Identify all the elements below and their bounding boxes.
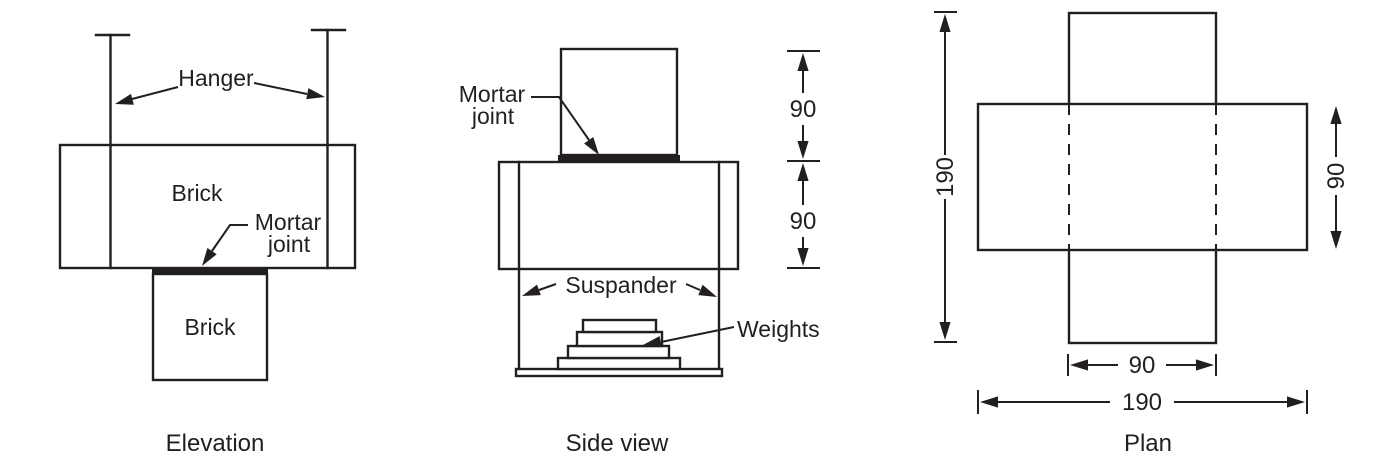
weights-leader	[660, 326, 735, 343]
side-bottom-brick	[497, 160, 740, 271]
plan-view: 190 90 90 190	[932, 11, 1350, 457]
elevation-bottom-brick-label: Brick	[184, 314, 236, 340]
arrowhead	[980, 396, 998, 408]
arrowhead	[939, 322, 951, 340]
elevation-mortar-joint-bar	[152, 267, 268, 274]
elevation-bottom-brick	[151, 272, 269, 382]
arrowhead	[1330, 106, 1342, 124]
dim-top-brick-height: 90	[790, 96, 817, 123]
arrowhead	[698, 284, 720, 303]
weight-slab-1	[581, 318, 658, 334]
dim-overall-depth-value: 190	[932, 157, 959, 197]
dim-overall-width-value: 190	[1122, 389, 1162, 416]
suspander-label: Suspander	[565, 272, 677, 298]
arrowhead	[306, 88, 327, 103]
suspander-left-leader	[538, 283, 557, 291]
arrowhead	[1287, 396, 1305, 408]
elevation-top-brick-label: Brick	[171, 180, 223, 206]
plan-dim-overall-width: 190	[977, 389, 1308, 416]
plan-dim-web-width: 90	[1067, 352, 1217, 379]
side-mortar-label-line1: Mortar	[459, 81, 526, 107]
arrowhead	[113, 93, 134, 110]
elevation-mortar-label-line1: Mortar	[255, 209, 322, 235]
elevation-mortar-leader	[211, 224, 248, 252]
side-top-brick	[559, 47, 679, 157]
plan-top-brick	[976, 102, 1309, 252]
arrowhead	[797, 141, 809, 159]
arrowhead	[797, 248, 809, 266]
arrowhead	[1070, 359, 1088, 371]
plan-dim-overall-depth: 190	[932, 11, 959, 343]
dim-web-width-value: 90	[1129, 352, 1156, 379]
side-dimensions: 90 90	[787, 50, 820, 269]
side-mortar-label-line2: joint	[471, 103, 515, 129]
hanger-label: Hanger	[178, 65, 254, 91]
hanger-left-leader	[131, 86, 179, 100]
arrowhead	[1196, 359, 1214, 371]
arrowhead	[1330, 231, 1342, 249]
arrowhead	[520, 284, 541, 302]
elevation-view: Hanger Brick Brick Mortar joint Elevatio…	[58, 28, 357, 457]
elevation-top-brick	[58, 143, 357, 270]
side-mortar-leader	[531, 96, 590, 141]
hanger-right-leader	[253, 82, 308, 95]
plan-caption: Plan	[1124, 430, 1172, 457]
weights-label: Weights	[737, 316, 820, 342]
side-view: Mortar joint Suspander Weights 90 90	[459, 47, 820, 457]
suspander-right-leader	[685, 283, 701, 291]
weight-slab-3	[566, 344, 671, 360]
elevation-mortar-label-line2: joint	[267, 231, 311, 257]
side-mortar-joint-bar	[558, 155, 680, 161]
plan-dim-flange-depth: 90	[1323, 106, 1350, 249]
dim-flange-depth-value: 90	[1323, 163, 1350, 190]
elevation-caption: Elevation	[166, 430, 265, 457]
dim-bottom-brick-height: 90	[790, 208, 817, 235]
weight-slab-4	[556, 356, 682, 371]
side-caption: Side view	[566, 430, 669, 457]
